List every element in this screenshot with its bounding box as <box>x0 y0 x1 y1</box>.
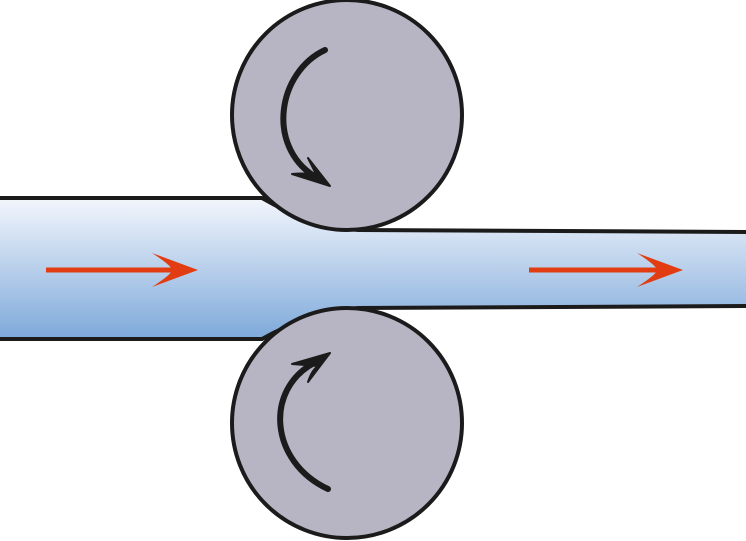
top-roller <box>230 0 464 232</box>
bottom-roller <box>230 306 464 540</box>
top-roller-body <box>230 0 464 232</box>
flow-arrow-icon <box>529 253 683 287</box>
rotation-arrow-icon <box>277 352 331 492</box>
flow-arrow-icon <box>46 253 198 287</box>
bottom-roller-body <box>230 306 464 540</box>
rotation-arrow-icon <box>280 47 331 187</box>
